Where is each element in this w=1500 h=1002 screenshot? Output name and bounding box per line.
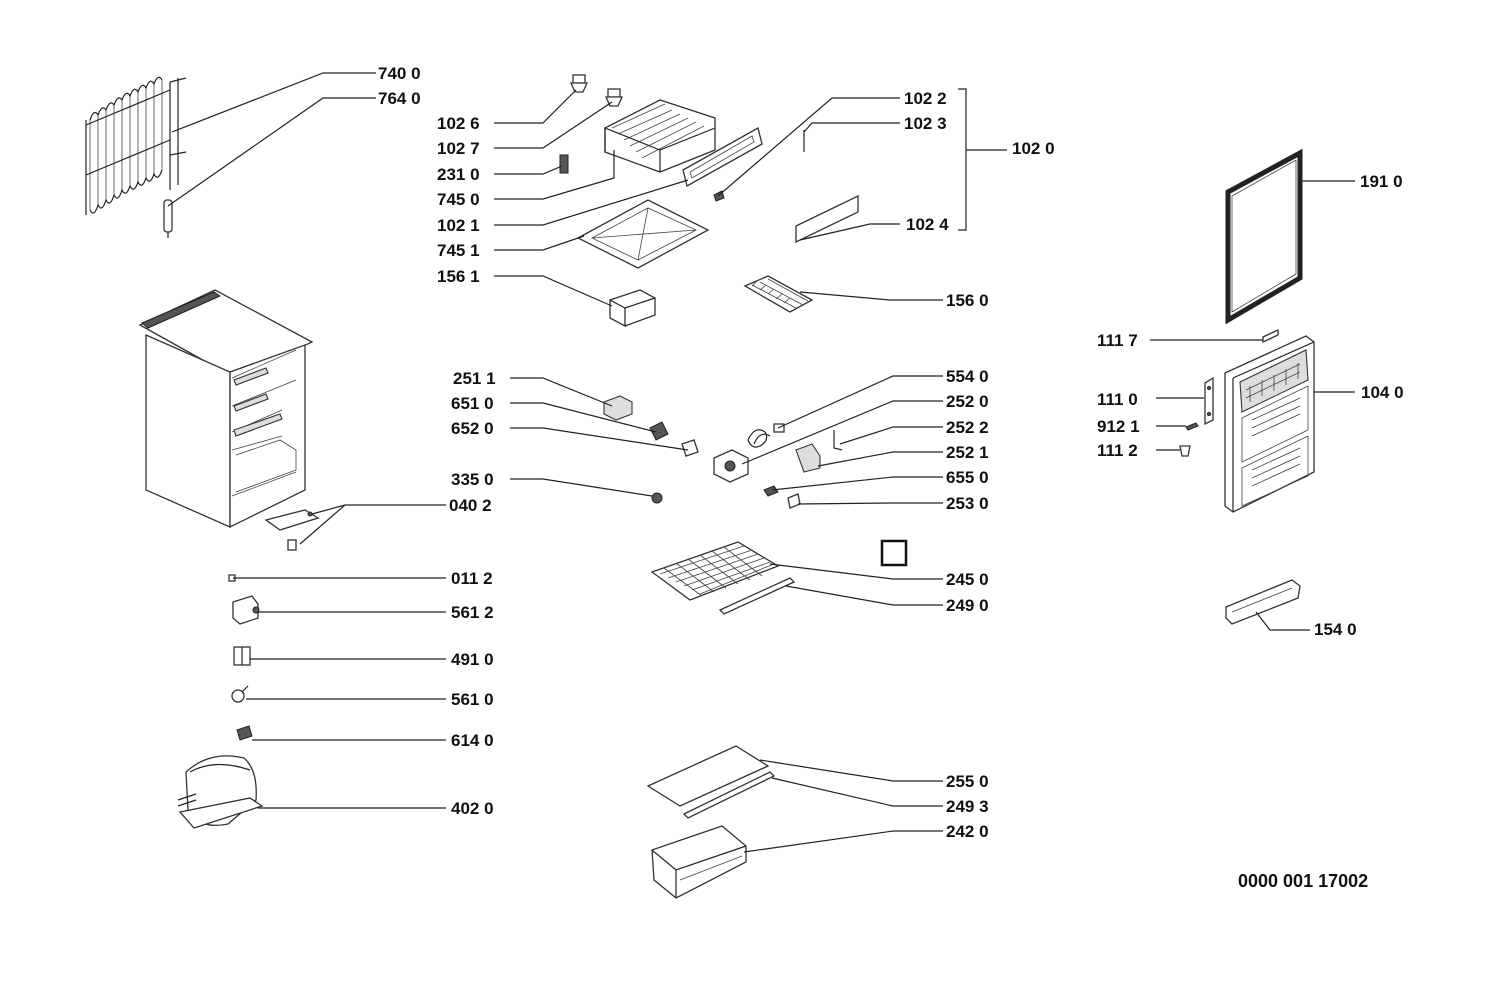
ice-tray-156-0 bbox=[743, 275, 814, 313]
label-740-0: 740 0 bbox=[378, 64, 421, 83]
label-655-0: 655 0 bbox=[946, 468, 989, 487]
label-614-0: 614 0 bbox=[451, 731, 494, 750]
strip-249-0 bbox=[718, 577, 796, 615]
label-242-0: 242 0 bbox=[946, 822, 989, 841]
part-251-1 bbox=[603, 395, 633, 421]
knob-335-0 bbox=[651, 492, 663, 504]
label-745-0: 745 0 bbox=[437, 190, 480, 209]
relay-561-2 bbox=[232, 595, 260, 625]
cabinet bbox=[138, 289, 314, 529]
label-111-0: 111 0 bbox=[1097, 390, 1138, 409]
part-253-0 bbox=[787, 493, 801, 509]
evaporator-745-0 bbox=[604, 99, 716, 173]
label-335-0: 335 0 bbox=[451, 470, 494, 489]
label-102-4: 102 4 bbox=[906, 215, 949, 234]
label-102-2: 102 2 bbox=[904, 89, 947, 108]
tray-745-1 bbox=[576, 199, 710, 269]
label-252-2: 252 2 bbox=[946, 418, 989, 437]
screw-912-1 bbox=[1185, 422, 1199, 431]
label-912-1: 912 1 bbox=[1097, 417, 1140, 436]
housing-252-0 bbox=[713, 449, 749, 483]
clip-111-7 bbox=[1262, 328, 1279, 344]
drawing-id: 0000 001 17002 bbox=[1238, 871, 1368, 891]
crisper-242-0 bbox=[651, 825, 747, 899]
wire-shelf-245-0 bbox=[650, 541, 780, 601]
label-252-0: 252 0 bbox=[946, 392, 989, 411]
label-554-0: 554 0 bbox=[946, 367, 989, 386]
label-252-1: 252 1 bbox=[946, 443, 989, 462]
part-252-1 bbox=[795, 443, 821, 473]
label-561-0: 561 0 bbox=[451, 690, 494, 709]
shelf-154-0 bbox=[1225, 579, 1301, 625]
condenser-740-0 bbox=[85, 76, 187, 215]
label-156-0: 156 0 bbox=[946, 291, 989, 310]
label-111-7: 111 7 bbox=[1097, 331, 1138, 350]
leader-lines bbox=[167, 72, 1355, 853]
label-651-0: 651 0 bbox=[451, 394, 494, 413]
label-491-0: 491 0 bbox=[451, 650, 494, 669]
strip-102-4 bbox=[795, 194, 859, 244]
part-231-0 bbox=[559, 154, 569, 174]
label-652-0: 652 0 bbox=[451, 419, 494, 438]
label-245-0: 245 0 bbox=[946, 570, 989, 589]
part-652-0 bbox=[681, 439, 699, 457]
label-249-3: 249 3 bbox=[946, 797, 989, 816]
label-102-3: 102 3 bbox=[904, 114, 947, 133]
part-252-2 bbox=[833, 430, 843, 451]
label-231-0: 231 0 bbox=[437, 165, 480, 184]
label-251-1: 251 1 bbox=[453, 369, 496, 388]
label-764-0: 764 0 bbox=[378, 89, 421, 108]
part-561-0 bbox=[231, 685, 249, 703]
label-253-0: 253 0 bbox=[946, 494, 989, 513]
label-745-1: 745 1 bbox=[437, 241, 480, 260]
label-402-0: 402 0 bbox=[451, 799, 494, 818]
glass-shelf-255-0 bbox=[646, 745, 770, 807]
label-156-1: 156 1 bbox=[437, 267, 480, 286]
label-104-0: 104 0 bbox=[1361, 383, 1404, 402]
label-561-2: 561 2 bbox=[451, 603, 494, 622]
gasket-191-0 bbox=[1225, 148, 1303, 325]
label-102-7: 102 7 bbox=[437, 139, 480, 158]
label-102-0: 102 0 bbox=[1012, 139, 1055, 158]
label-102-6: 102 6 bbox=[437, 114, 480, 133]
hinge-040-2 bbox=[264, 509, 320, 551]
door-104-0 bbox=[1224, 335, 1315, 513]
box-156-1 bbox=[609, 289, 656, 327]
strip-249-3 bbox=[682, 771, 776, 819]
reference-square bbox=[880, 539, 908, 567]
label-191-0: 191 0 bbox=[1360, 172, 1403, 191]
cap-111-2 bbox=[1179, 445, 1191, 457]
knob-102-6 bbox=[569, 74, 589, 93]
compressor-402-0 bbox=[177, 755, 264, 829]
part-614-0 bbox=[236, 725, 253, 741]
part-491-0 bbox=[233, 646, 251, 666]
label-154-0: 154 0 bbox=[1314, 620, 1357, 639]
part-labels: 740 0 764 0 102 6 102 7 231 0 745 0 102 … bbox=[378, 64, 1404, 891]
part-651-0 bbox=[649, 421, 669, 441]
part-655-0 bbox=[763, 485, 779, 497]
knob-102-7 bbox=[604, 88, 624, 107]
label-249-0: 249 0 bbox=[946, 596, 989, 615]
label-102-1: 102 1 bbox=[437, 216, 480, 235]
door-hinge-111-0 bbox=[1204, 376, 1214, 426]
label-111-2: 111 2 bbox=[1097, 441, 1138, 460]
label-255-0: 255 0 bbox=[946, 772, 989, 791]
label-040-2: 040 2 bbox=[449, 496, 492, 515]
drier-764-0 bbox=[163, 199, 173, 238]
label-011-2: 011 2 bbox=[451, 569, 493, 588]
